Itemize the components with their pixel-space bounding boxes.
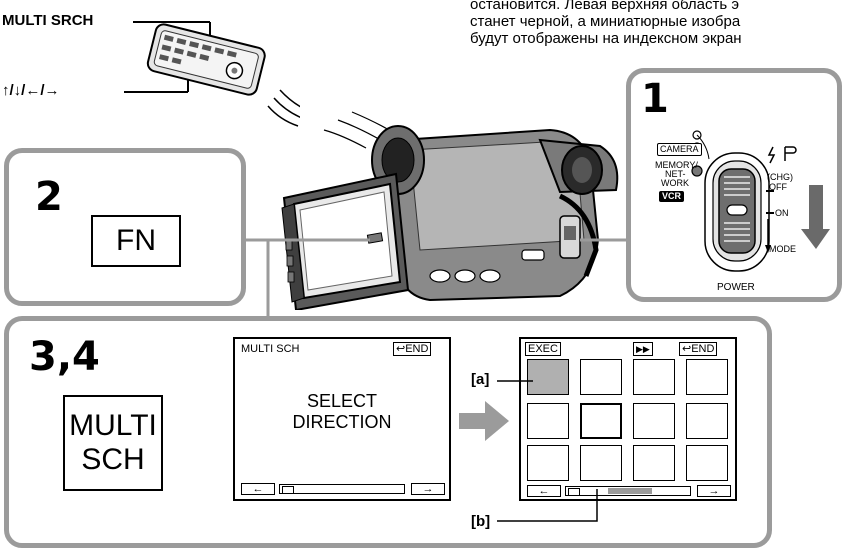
thumbnail-cell[interactable] <box>686 359 728 395</box>
arrows-label: ↑/↓/←/→ <box>2 82 60 99</box>
work-mode-label: WORK <box>661 178 689 188</box>
fn-button[interactable]: FN <box>91 215 181 267</box>
direction-line: DIRECTION <box>292 412 392 432</box>
thumbnail-cell[interactable] <box>686 445 728 481</box>
step2-number: 2 <box>35 174 63 220</box>
intro-line: остановится. Левая верхняя область э <box>470 0 740 13</box>
multi-sch-screen: MULTI SCH ↩END SELECT DIRECTION ← → <box>233 337 451 501</box>
vcr-mode-text: VCR <box>662 191 682 201</box>
end-button[interactable]: ↩END <box>393 342 432 356</box>
intro-line: станет черной, а миниатюрные изобра <box>470 13 741 30</box>
step1-panel: 1 CAMERA MEMORY/ NET- WORK VCR (CHG) OFF… <box>626 68 842 302</box>
multi-sch-line1: MULTI <box>69 409 157 442</box>
step2-panel: 2 FN <box>4 148 246 306</box>
net-mode-label: NET- <box>665 169 686 179</box>
right-arrow-button[interactable]: → <box>411 483 445 495</box>
camera-mode-label: CAMERA <box>657 143 702 156</box>
scroll-position-indicator <box>608 488 652 494</box>
multi-sch-line2: SCH <box>81 443 145 476</box>
label-a-pointer <box>497 380 533 382</box>
thumbnail-cell-current[interactable] <box>580 403 622 439</box>
thumbnail-cell[interactable] <box>686 403 728 439</box>
thumbnail-cell[interactable] <box>633 403 675 439</box>
thumbnail-cell[interactable] <box>633 359 675 395</box>
camcorder-illustration <box>281 111 619 310</box>
multi-sch-button[interactable]: MULTI SCH <box>63 395 163 491</box>
scroll-marker-icon <box>282 486 294 494</box>
thumbnail-cell[interactable] <box>527 403 569 439</box>
thumbnail-cell[interactable] <box>633 445 675 481</box>
thumbnail-cell[interactable] <box>580 359 622 395</box>
step1-number: 1 <box>641 76 669 122</box>
exec-button[interactable]: EXEC <box>525 342 561 356</box>
fast-forward-icon: ▶▶ <box>633 342 653 356</box>
step34-number: 3,4 <box>29 334 100 380</box>
thumbnail-cell-selected[interactable] <box>527 359 569 395</box>
left-arrow-button[interactable]: ← <box>241 483 275 495</box>
select-direction-text: SELECT DIRECTION <box>235 391 449 433</box>
power-label: POWER <box>717 282 755 293</box>
vcr-mode-label: VCR <box>659 191 685 202</box>
end-button[interactable]: ↩END <box>679 342 718 356</box>
screen-title: MULTI SCH <box>241 343 300 355</box>
select-line: SELECT <box>306 391 378 411</box>
intro-line: будут отображены на индексном экран <box>470 30 742 47</box>
right-arrow-button[interactable]: → <box>697 485 731 497</box>
off-label: OFF <box>769 182 787 192</box>
power-switch-illustration <box>691 130 830 272</box>
remote-control-illustration <box>124 21 300 127</box>
step34-panel: 3,4 MULTI SCH MULTI SCH ↩END SELECT DIRE… <box>4 316 772 548</box>
on-label: ON <box>775 208 789 218</box>
thumbnail-cell[interactable] <box>527 445 569 481</box>
progress-scrollbar <box>279 484 405 494</box>
scroll-marker-icon <box>568 488 580 496</box>
multi-srch-label: MULTI SRCH <box>2 12 94 29</box>
chg-label: (CHG) <box>767 172 793 182</box>
label-a: [a] <box>471 371 490 388</box>
left-arrow-button[interactable]: ← <box>527 485 561 497</box>
camera-mode-text: CAMERA <box>660 144 699 154</box>
label-b: [b] <box>471 513 491 530</box>
index-screen: EXEC ▶▶ ↩END ← → <box>519 337 737 501</box>
thumbnail-cell[interactable] <box>580 445 622 481</box>
mode-label: MODE <box>769 244 796 254</box>
memory-mode-label: MEMORY/ <box>655 160 698 170</box>
label-b-pointer <box>497 489 598 522</box>
intro-text: остановится. Левая верхняя область э ста… <box>470 0 850 47</box>
index-scrollbar <box>565 486 691 496</box>
transition-arrow-icon <box>459 401 509 441</box>
